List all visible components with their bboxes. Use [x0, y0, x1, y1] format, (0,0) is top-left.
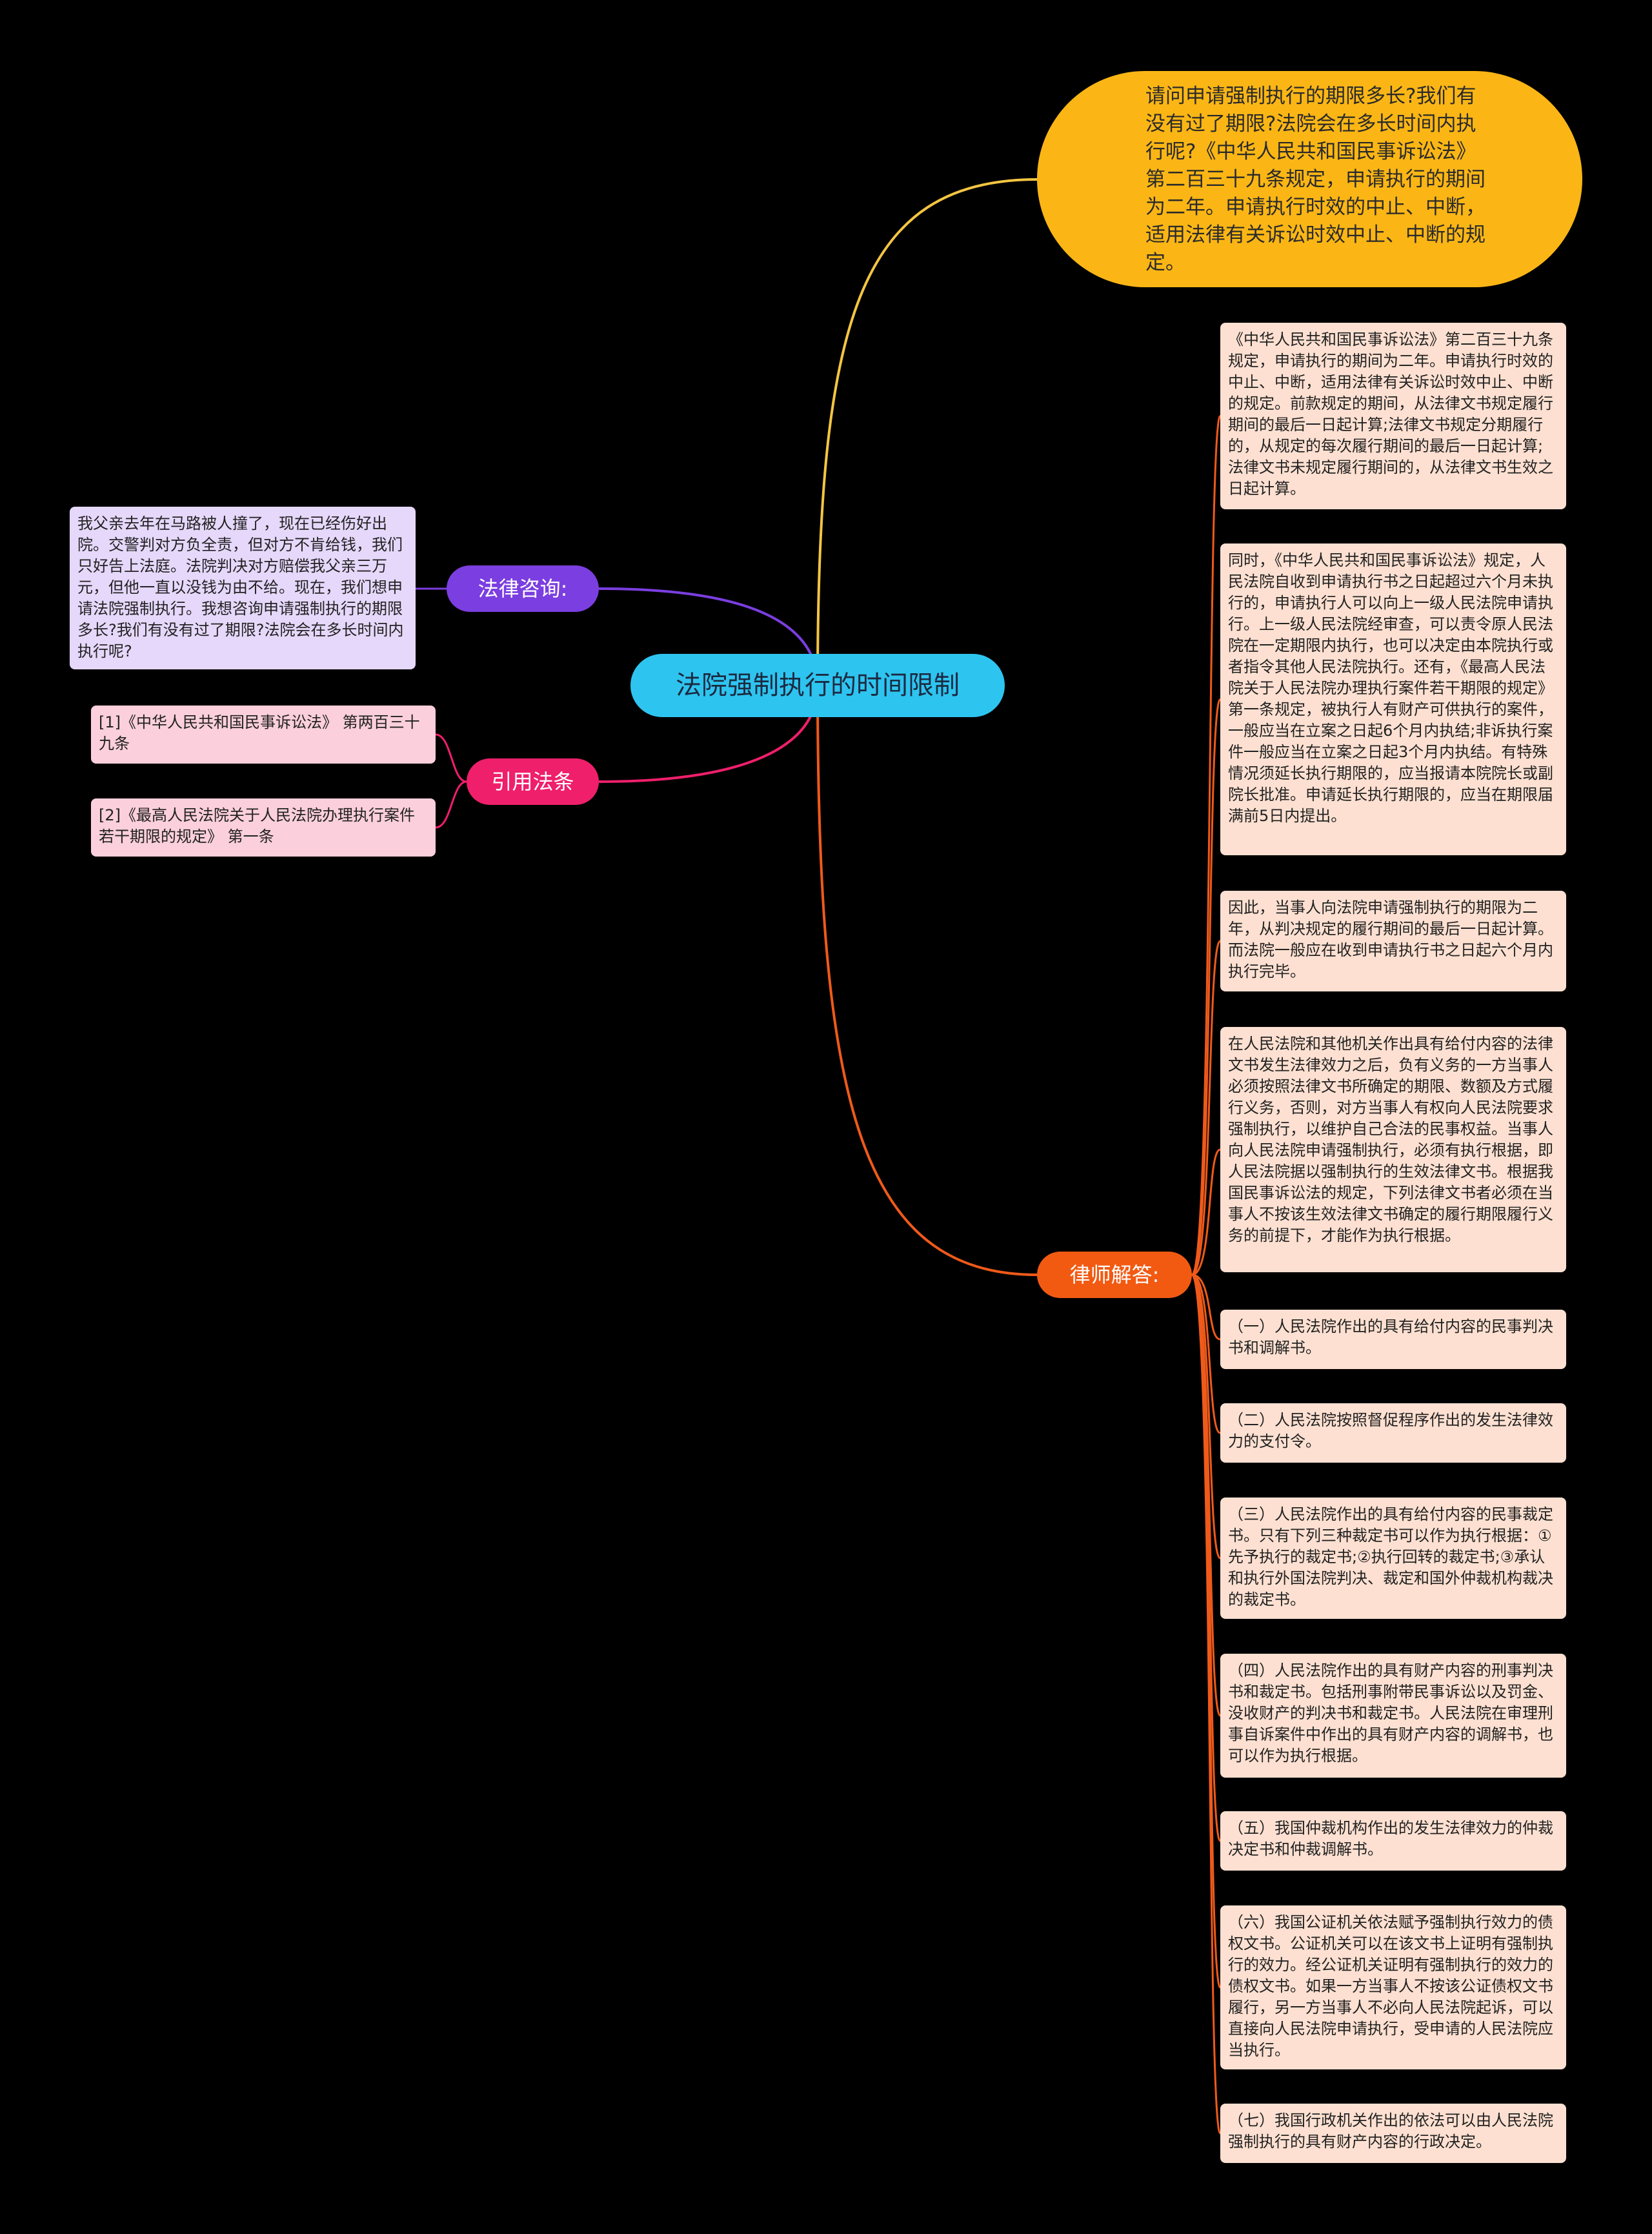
legal-consult-detail[interactable]: 我父亲去年在马路被人撞了，现在已经伤好出院。交警判对方负全责，但对方不肯给钱，我… [70, 507, 416, 669]
lawyer-answer-node[interactable]: 律师解答: [1037, 1252, 1192, 1298]
link-cite-2 [435, 780, 467, 829]
question-node[interactable]: 请问申请强制执行的期限多长?我们有没有过了期限?法院会在多长时间内执行呢?《中华… [1037, 71, 1582, 287]
citation-item[interactable]: [1]《中华人民共和国民事诉讼法》 第两百三十九条 [91, 706, 436, 764]
link-answer-item [1191, 1148, 1221, 1276]
answer-item[interactable]: 《中华人民共和国民事诉讼法》第二百三十九条规定，申请执行的期间为二年。申请执行时… [1220, 323, 1566, 509]
link-answer-item [1191, 940, 1222, 1276]
answer-item[interactable]: （三）人民法院作出的具有给付内容的民事裁定书。只有下列三种裁定书可以作为执行根据… [1220, 1498, 1566, 1619]
answer-item[interactable]: （二）人民法院按照督促程序作出的发生法律效力的支付令。 [1220, 1403, 1566, 1463]
answer-item[interactable]: （五）我国仲裁机构作出的发生法律效力的仲裁决定书和仲裁调解书。 [1220, 1811, 1566, 1871]
answer-item[interactable]: 在人民法院和其他机关作出具有给付内容的法律文书发生法律效力之后，负有义务的一方当… [1220, 1027, 1566, 1272]
answer-links [1191, 415, 1222, 2135]
link-answer-item [1191, 1274, 1221, 1341]
link-lawyer [816, 685, 1038, 1276]
answer-item[interactable]: 同时，《中华人民共和国民事诉讼法》规定，人民法院自收到申请执行书之日起超过六个月… [1220, 543, 1566, 855]
citations-node[interactable]: 引用法条 [467, 758, 599, 805]
link-answer-item [1191, 1274, 1221, 1434]
link-question [816, 178, 1038, 686]
answer-item[interactable]: （七）我国行政机关作出的依法可以由人民法院强制执行的具有财产内容的行政决定。 [1220, 2104, 1566, 2163]
answer-item[interactable]: （四）人民法院作出的具有财产内容的刑事判决书和裁定书。包括刑事附带民事诉讼以及罚… [1220, 1654, 1566, 1778]
link-answer-item [1191, 1274, 1222, 1559]
citation-item[interactable]: [2]《最高人民法院关于人民法院办理执行案件若干期限的规定》 第一条 [91, 798, 436, 857]
link-answer-item [1191, 415, 1222, 1276]
legal-consult-node[interactable]: 法律咨询: [447, 565, 599, 612]
answer-item[interactable]: （六）我国公证机关依法赋予强制执行效力的债权文书。公证机关可以在该文书上证明有强… [1220, 1905, 1566, 2069]
link-answer-item [1191, 1274, 1222, 2135]
link-cite-1 [435, 733, 467, 783]
link-answer-item [1191, 698, 1222, 1276]
root-node[interactable]: 法院强制执行的时间限制 [630, 654, 1005, 717]
answer-item[interactable]: （一）人民法院作出的具有给付内容的民事判决书和调解书。 [1220, 1310, 1566, 1369]
answer-item[interactable]: 因此，当事人向法院申请强制执行的期限为二年，从判决规定的履行期间的最后一日起计算… [1220, 891, 1566, 991]
